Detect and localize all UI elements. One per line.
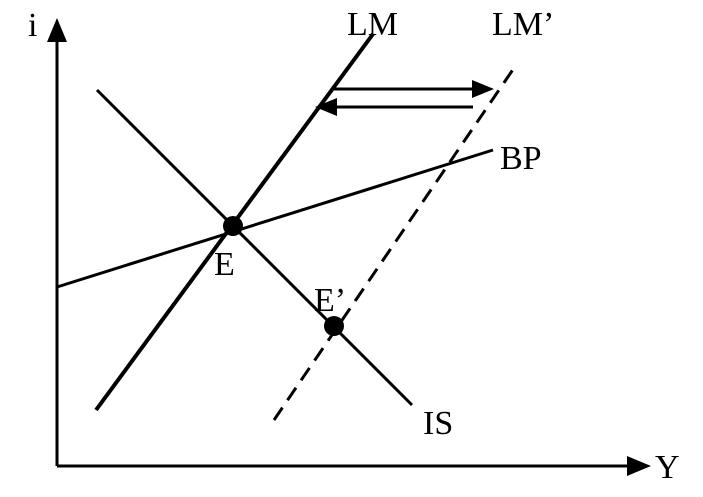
- bp-label: BP: [500, 140, 542, 177]
- y-axis-arrowhead: [47, 18, 67, 42]
- is-label: IS: [423, 405, 453, 442]
- is-curve: [95, 88, 414, 407]
- point-e-prime-label: E’: [314, 282, 346, 319]
- point-e-label: E: [214, 246, 235, 283]
- point-e: [223, 216, 243, 236]
- lm-label: LM: [347, 6, 398, 43]
- x-axis-label: Y: [655, 449, 680, 486]
- bp-curve: [56, 148, 494, 289]
- shift-left-arrowhead: [315, 98, 337, 116]
- lm-shifted-label: LM’: [492, 6, 554, 43]
- y-axis-label: i: [28, 7, 37, 44]
- x-axis-arrowhead: [627, 456, 651, 476]
- point-e-prime: [324, 316, 344, 336]
- shift-right-arrowhead: [472, 80, 494, 98]
